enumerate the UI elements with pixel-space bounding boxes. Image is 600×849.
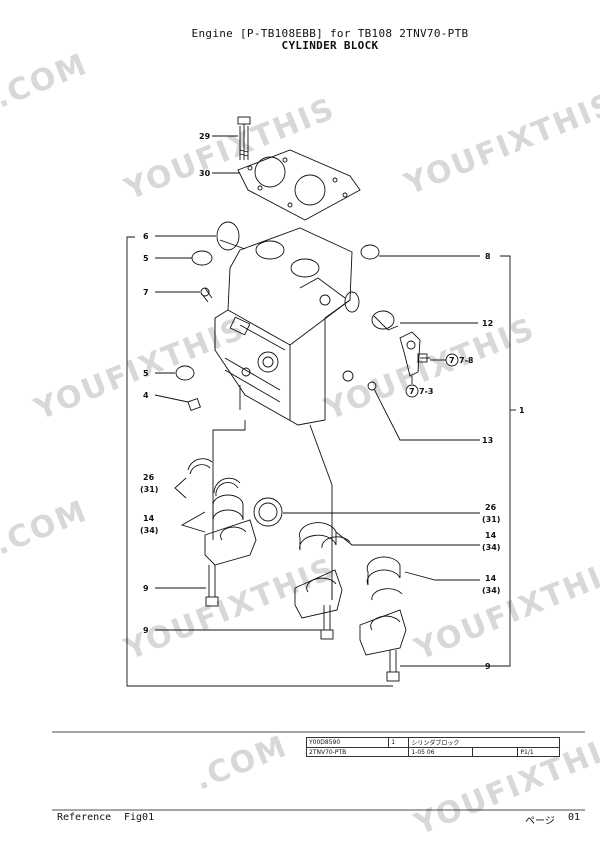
assembly-bracket-left bbox=[126, 236, 393, 687]
cap-bolt-icon bbox=[386, 650, 400, 682]
watermark-com-3: .COM bbox=[190, 729, 293, 798]
callout-7-8: 7-8 bbox=[459, 356, 474, 365]
cap-bolt-icon bbox=[320, 605, 334, 640]
cylinder-block-icon bbox=[214, 227, 360, 426]
bushing-icon bbox=[371, 310, 399, 331]
head-bolt-icon bbox=[237, 116, 251, 160]
callout-26-left: 26 bbox=[143, 473, 155, 482]
callout-26-right: 26 bbox=[485, 503, 497, 512]
callout-8: 8 bbox=[485, 252, 491, 261]
cover-plate-icon bbox=[399, 331, 421, 377]
title-block-date: 1-05 06 bbox=[408, 747, 474, 757]
callout-34-mid: (34) bbox=[482, 543, 500, 552]
callout-circle-7b-label: 7 bbox=[409, 387, 415, 396]
callout-circle-7b bbox=[405, 384, 419, 398]
cap-bolt-icon bbox=[205, 565, 219, 607]
leader-13 bbox=[373, 388, 480, 441]
callout-29: 29 bbox=[199, 132, 211, 141]
title-block-name: シリンダブロック bbox=[408, 737, 560, 748]
plug-icon bbox=[191, 250, 213, 266]
title-block-seq: 1 bbox=[388, 737, 410, 748]
leader-block-left bbox=[212, 420, 246, 540]
leader-block-right bbox=[309, 424, 333, 600]
callout-31-right: (31) bbox=[482, 515, 500, 524]
callout-14-mid: 14 bbox=[485, 531, 497, 540]
callout-9-mid: 9 bbox=[143, 626, 149, 635]
footer-fig: Fig01 bbox=[124, 812, 155, 823]
footer-reference: Reference bbox=[57, 812, 112, 823]
main-bearing-icon bbox=[299, 522, 351, 551]
callout-circle-7a bbox=[445, 353, 459, 367]
watermark-2: YOUFIXTHIS bbox=[399, 86, 600, 203]
title-block: Y00D8590 1 シリンダブロック 2TNV70-PTB 1-05 06 P… bbox=[305, 737, 560, 757]
bearing-cap-icon bbox=[359, 609, 407, 656]
bearing-cap-icon bbox=[204, 519, 257, 566]
footer-page-label: ページ bbox=[525, 816, 555, 827]
callout-34-right: (34) bbox=[482, 586, 500, 595]
callout-31-left: (31) bbox=[140, 485, 158, 494]
watermark-4: YOUFIXTHIS bbox=[319, 311, 540, 428]
leader-14a bbox=[180, 511, 206, 533]
leader-14c bbox=[404, 571, 480, 581]
callout-4: 4 bbox=[143, 391, 149, 400]
callout-34-left: (34) bbox=[140, 526, 158, 535]
watermark-1: YOUFIXTHIS bbox=[119, 91, 340, 208]
callout-13: 13 bbox=[482, 436, 493, 445]
head-gasket-icon bbox=[237, 149, 361, 221]
title-block-model: 2TNV70-PTB bbox=[305, 747, 410, 757]
watermark-5: YOUFIXTHIS bbox=[119, 551, 340, 668]
watermark-com-2: .COM bbox=[0, 494, 93, 563]
callout-6: 6 bbox=[143, 232, 149, 241]
main-bearing-icon bbox=[212, 494, 244, 521]
callout-14-left: 14 bbox=[143, 514, 155, 523]
diagram-header-line1: Engine [P-TB108EBB] for TB108 2TNV70-PTB bbox=[191, 27, 469, 40]
callout-7-3: 7-3 bbox=[419, 387, 433, 396]
callout-9-right: 9 bbox=[485, 662, 491, 671]
title-block-page: P1/1 bbox=[517, 747, 560, 757]
callout-7: 7 bbox=[143, 288, 149, 297]
thrust-washer-icon bbox=[253, 497, 283, 527]
leader-14b bbox=[335, 531, 480, 546]
watermark-6: YOUFIXTHIS bbox=[409, 551, 600, 668]
plug-icon bbox=[360, 244, 380, 260]
plug-bolt-icon bbox=[187, 397, 201, 411]
callout-5-lower: 5 bbox=[143, 369, 149, 378]
thrust-washer-icon bbox=[187, 458, 241, 497]
leader-26a bbox=[174, 477, 187, 499]
expansion-plug-icon bbox=[216, 221, 246, 251]
callout-circle-7a-label: 7 bbox=[449, 356, 455, 365]
callout-30: 30 bbox=[199, 169, 211, 178]
bearing-cap-icon bbox=[294, 569, 343, 619]
callout-9-left: 9 bbox=[143, 584, 149, 593]
callout-5-upper: 5 bbox=[143, 254, 149, 263]
plug-icon bbox=[175, 365, 195, 381]
callout-12: 12 bbox=[482, 319, 493, 328]
diagram-title: CYLINDER BLOCK bbox=[281, 39, 379, 52]
callout-1: 1 bbox=[519, 406, 525, 415]
watermark-com-1: .COM bbox=[0, 47, 93, 116]
watermark-3: YOUFIXTHIS bbox=[29, 311, 250, 428]
dowel-pin-icon bbox=[200, 287, 213, 303]
plug-icon bbox=[367, 381, 377, 391]
footer-page-no: 01 bbox=[568, 812, 581, 823]
leader-4 bbox=[154, 394, 189, 403]
title-block-part-no: Y00D8590 bbox=[305, 737, 390, 748]
callout-14-right: 14 bbox=[485, 574, 497, 583]
main-bearing-icon bbox=[366, 556, 403, 601]
